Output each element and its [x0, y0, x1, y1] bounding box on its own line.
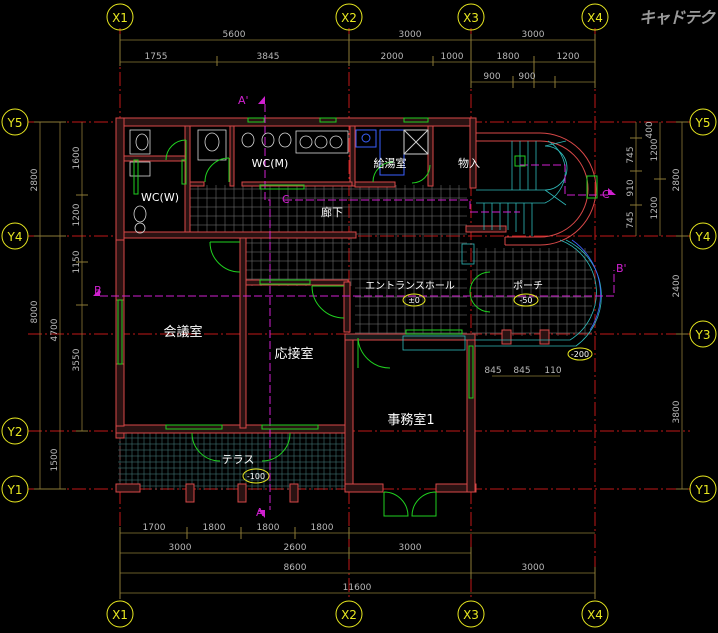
dim-bot2-0: 3000	[169, 543, 192, 553]
grid-label-x3-bottom: X3	[463, 608, 479, 622]
room-kaigi: 会議室	[163, 324, 202, 340]
dim-left-outer-1: 8000	[30, 300, 40, 323]
doors-windows	[117, 117, 598, 517]
staircase	[402, 140, 602, 351]
dim-left-inner-1: 1200	[72, 203, 82, 226]
section-c-right: C'	[602, 188, 613, 201]
section-a-top: A'	[238, 94, 249, 107]
dim-top3-1: 900	[518, 72, 535, 82]
grid-label-y4-left: Y4	[7, 230, 23, 244]
section-b-right: B'	[616, 262, 627, 275]
dim-porch-0: 845	[484, 366, 501, 376]
dimension-text-vertical: 2800 8000 1600 1200 1150 4700 1500 3550 …	[30, 121, 682, 471]
dim-bot1-0: 1700	[143, 523, 166, 533]
grid-label-y1-right: Y1	[695, 483, 711, 497]
room-entrance-level: ±0	[408, 296, 420, 305]
dim-left-inner-0: 1600	[72, 146, 82, 169]
dim-right-outer-0: 2800	[672, 168, 682, 191]
section-a-bottom: A	[256, 506, 264, 519]
dim-top2-1: 3845	[257, 52, 280, 62]
dim-left-inner-4: 1500	[50, 448, 60, 471]
stair-wall	[476, 132, 597, 246]
room-porch-step: -200	[571, 350, 589, 359]
dim-left-outer-0: 2800	[30, 168, 40, 191]
section-c-left: C	[282, 193, 290, 206]
room-jimu: 事務室1	[387, 412, 434, 428]
grid-bubbles	[1, 3, 717, 628]
dim-top1-0: 5600	[223, 30, 246, 40]
room-kyuto: 給湯室	[374, 156, 407, 170]
dim-porch-2: 110	[544, 366, 561, 376]
room-terrace: テラス	[222, 453, 255, 466]
section-arrows	[93, 96, 616, 518]
grid-label-x3-top: X3	[463, 11, 479, 25]
dimension-lines	[34, 34, 688, 599]
dim-right-small-2: 910	[626, 179, 636, 196]
dim-left-inner2-0: 3550	[72, 348, 82, 371]
dim-top1-2: 3000	[522, 30, 545, 40]
dim-top2-4: 1800	[497, 52, 520, 62]
section-b-left: B	[94, 284, 102, 297]
dim-right-small-0: 400	[645, 121, 655, 138]
kitchen-fixtures	[355, 129, 429, 176]
grid-label-y5-right: Y5	[695, 116, 711, 130]
room-entrance: エントランスホール	[365, 280, 455, 292]
room-wc-m: WC(M)	[252, 157, 289, 170]
dim-bot1-2: 1800	[257, 523, 280, 533]
room-roka: 廊下	[321, 205, 343, 219]
dim-top2-0: 1755	[145, 52, 168, 62]
dim-top2-5: 1200	[557, 52, 580, 62]
grid-label-x2-top: X2	[341, 11, 357, 25]
walls	[115, 117, 550, 503]
dimension-text: 5600 3000 3000 1755 3845 2000 1000 1800 …	[143, 30, 580, 593]
dim-top2-2: 2000	[381, 52, 404, 62]
dim-top2-3: 1000	[441, 52, 464, 62]
room-terrace-level: -100	[247, 472, 265, 481]
section-labels: A' A B B' C C'	[94, 94, 627, 519]
dim-bot3-0: 8600	[284, 563, 307, 573]
dim-bot1-1: 1800	[203, 523, 226, 533]
room-osetsu: 応接室	[274, 346, 313, 362]
dim-bot4: 11600	[343, 583, 372, 593]
dim-porch-1: 845	[513, 366, 530, 376]
section-lines	[100, 104, 615, 510]
dim-right-small-3: 745	[626, 211, 636, 228]
grid-label-x2-bottom: X2	[341, 608, 357, 622]
dim-bot2-2: 3000	[399, 543, 422, 553]
toilet-fixtures	[129, 129, 349, 234]
dim-bot3-1: 3000	[522, 563, 545, 573]
dim-left-inner-2: 1150	[72, 250, 82, 273]
dim-bot2-1: 2600	[284, 543, 307, 553]
dim-right-inner-0: 1200	[650, 138, 660, 161]
grid-labels: X1 X2 X3 X4 X1 X2 X3 X4 Y5 Y4 Y2 Y1 Y5 Y…	[7, 11, 711, 622]
grid-label-x4-bottom: X4	[587, 608, 603, 622]
logo: キャドテク	[638, 8, 715, 27]
room-labels: WC(M) WC(W) 給湯室 物入 廊下 エントランスホール ±0 ポーチ -…	[141, 156, 589, 481]
dim-top1-1: 3000	[399, 30, 422, 40]
dim-left-inner-3: 4700	[50, 318, 60, 341]
grid-label-x4-top: X4	[587, 11, 603, 25]
dim-top3-0: 900	[483, 72, 500, 82]
room-porch-level: -50	[519, 296, 532, 305]
grid-label-x1-top: X1	[112, 11, 128, 25]
grid-label-x1-bottom: X1	[112, 608, 128, 622]
room-wc-w: WC(W)	[141, 191, 179, 204]
dim-right-outer-1: 2400	[672, 274, 682, 297]
grid-label-y5-left: Y5	[7, 116, 23, 130]
floor-tiles	[118, 185, 592, 490]
room-porch: ポーチ	[513, 280, 543, 292]
dim-right-small-1: 745	[626, 146, 636, 163]
grid-label-y1-left: Y1	[7, 483, 23, 497]
dim-bot1-3: 1800	[311, 523, 334, 533]
dim-right-outer-2: 3800	[672, 400, 682, 423]
room-monoire: 物入	[458, 156, 480, 170]
grid-label-y4-right: Y4	[695, 230, 711, 244]
dim-right-inner-1: 1200	[650, 196, 660, 219]
grid-label-y3-right: Y3	[695, 328, 711, 342]
grid-label-y2-left: Y2	[7, 425, 23, 439]
